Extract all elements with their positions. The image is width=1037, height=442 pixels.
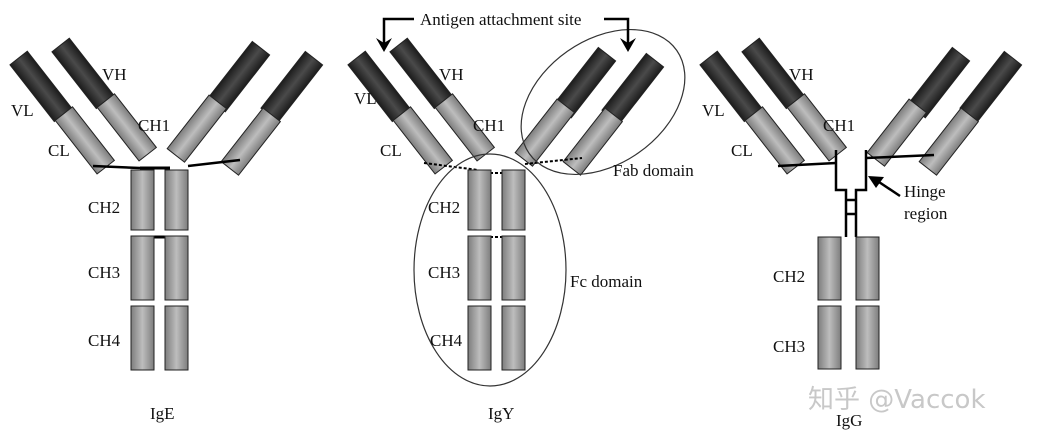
fab-domain-ellipse (520, 28, 686, 176)
ige-ch3-label: CH3 (88, 263, 120, 282)
igy-right-cl-domain (562, 107, 624, 176)
ige-vh-label: VH (102, 65, 127, 84)
ige-right-vl-domain (260, 50, 324, 123)
ige-ch4-right (164, 305, 189, 371)
igg-ch1-label: CH1 (823, 116, 855, 135)
igy-ch2-label: CH2 (428, 198, 460, 217)
ige-ch2-left (130, 169, 155, 231)
fab-domain-label: Fab domain (613, 161, 694, 180)
igy-disulfide-left (423, 162, 479, 171)
igy-ch3-left (467, 235, 492, 301)
antigen-arrowhead-right (620, 38, 636, 52)
igy-ch3-right (501, 235, 526, 301)
hinge-label-line1: Hinge (904, 182, 946, 201)
igg-ch3-left (817, 305, 842, 370)
igg-cl-domain (744, 106, 806, 175)
antigen-arrows (382, 17, 630, 48)
igg-vl-label: VL (702, 101, 725, 120)
ige-ch2-label: CH2 (88, 198, 120, 217)
igy-ch4-label: CH4 (430, 331, 463, 350)
igg-vh-label: VH (789, 65, 814, 84)
igy-disulfide-right (524, 157, 583, 165)
ige-ch3-left (130, 235, 155, 301)
fc-domain-ellipse (413, 153, 567, 387)
igg-caption: IgG (836, 411, 862, 430)
igg-antibody: VL VH CH1 CL Hinge region CH2 CH3 IgG (699, 37, 1023, 430)
igg-ch2-left (817, 236, 842, 301)
ige-vl-label: VL (11, 101, 34, 120)
igy-cl-label: CL (380, 141, 402, 160)
igy-cl-domain (392, 106, 454, 175)
fc-domain-label: Fc domain (570, 272, 643, 291)
ige-left-heavy-chain (51, 37, 158, 162)
ige-ch2-right (164, 169, 189, 231)
antigen-arrowhead-left (376, 38, 392, 52)
igy-ch4-right (501, 305, 526, 371)
watermark: 知乎 @Vaccok (808, 385, 986, 415)
igy-ch2-right (501, 169, 526, 231)
ige-right-arm (166, 40, 324, 176)
hinge-arrowhead (868, 176, 884, 188)
igy-caption: IgY (488, 404, 514, 423)
ige-ch4-label: CH4 (88, 331, 121, 350)
igg-hinge (777, 150, 935, 237)
antigen-attachment-label: Antigen attachment site (420, 10, 581, 29)
ige-ch1-domain (96, 93, 158, 162)
ige-caption: IgE (150, 404, 175, 423)
igg-cl-label: CL (731, 141, 753, 160)
ige-ch3-right (164, 235, 189, 301)
igy-right-ch1-domain (514, 98, 576, 167)
ige-ch4-left (130, 305, 155, 371)
ige-cl-label: CL (48, 141, 70, 160)
ige-disulfide-right (187, 158, 241, 168)
igg-ch3-right (855, 305, 880, 370)
igg-ch3-label: CH3 (773, 337, 805, 356)
igg-ch2-right (855, 236, 880, 301)
hinge-label-line2: region (904, 204, 948, 223)
ige-antibody: VL VH CH1 CL CH2 CH3 CH4 IgE (9, 37, 324, 423)
igy-ch3-label: CH3 (428, 263, 460, 282)
ige-stem (130, 169, 189, 371)
ige-right-cl-domain (220, 107, 282, 176)
igg-right-cl-domain (918, 107, 980, 176)
igy-ch4-left (467, 305, 492, 371)
igy-vl-label: VL (354, 89, 377, 108)
hinge-arrow-line (875, 178, 901, 198)
igg-ch1-domain (786, 93, 848, 162)
igy-ch2-left (467, 169, 492, 231)
igg-ch2-label: CH2 (773, 267, 805, 286)
ige-ch1-label: CH1 (138, 116, 170, 135)
igy-ch1-label: CH1 (473, 116, 505, 135)
igy-antibody: Antigen attachment site VL VH CH1 CL Fab… (347, 10, 694, 423)
ige-disulfide-left (92, 164, 141, 170)
igg-right-ch1-domain (866, 98, 928, 167)
igy-vh-label: VH (439, 65, 464, 84)
ige-right-ch1-domain (166, 94, 228, 163)
